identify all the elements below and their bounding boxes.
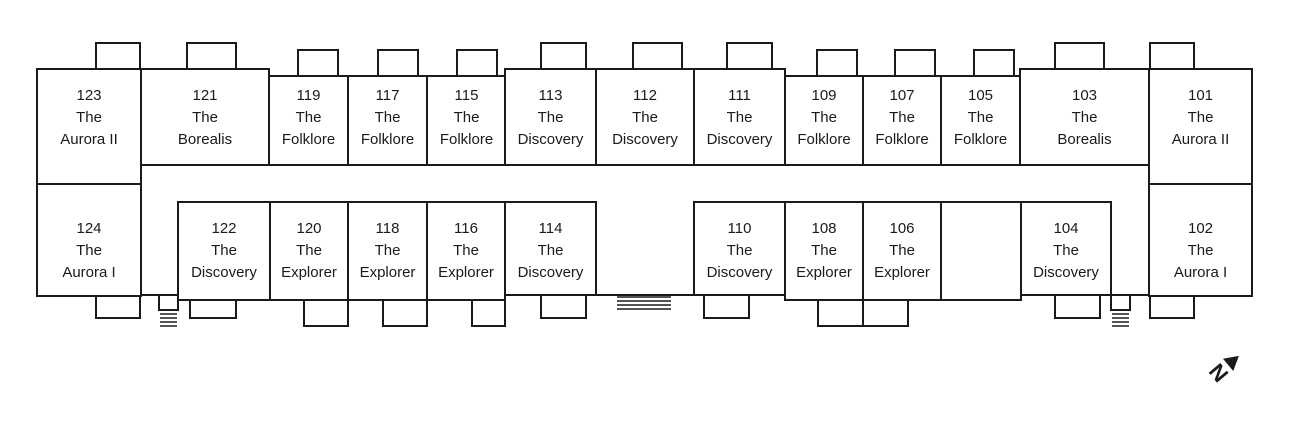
south-bumpouts xyxy=(95,295,1195,327)
unit-outline[interactable] xyxy=(36,68,142,185)
unit-outline[interactable] xyxy=(504,68,597,166)
stairs-east xyxy=(1110,294,1131,327)
stairs-west xyxy=(158,294,179,327)
unit-outline[interactable] xyxy=(595,68,695,166)
stairs-center xyxy=(617,296,671,310)
unit-outline[interactable] xyxy=(426,75,507,166)
unit-outline[interactable] xyxy=(862,75,942,166)
unit-outline[interactable] xyxy=(140,68,270,166)
unit-outline[interactable] xyxy=(347,75,428,166)
unit-outline[interactable] xyxy=(504,201,597,296)
unit-outline[interactable] xyxy=(1148,183,1253,297)
unit-outline[interactable] xyxy=(784,201,864,301)
unit-outline[interactable] xyxy=(269,201,349,301)
unit-outline[interactable] xyxy=(347,201,428,301)
north-bumpouts xyxy=(95,42,1195,76)
unit-outline[interactable] xyxy=(426,201,506,301)
unit-outline[interactable] xyxy=(693,68,786,166)
unit-outline[interactable] xyxy=(862,201,942,301)
unit-outline[interactable] xyxy=(940,75,1021,166)
unit-outline[interactable] xyxy=(784,75,864,166)
unit-outline[interactable] xyxy=(693,201,786,296)
unit-outline[interactable] xyxy=(36,183,142,297)
unlabeled-unit xyxy=(940,201,1022,301)
unit-outline[interactable] xyxy=(1148,68,1253,185)
unit-outline[interactable] xyxy=(1019,68,1150,166)
unit-outline[interactable] xyxy=(268,75,349,166)
north-arrow-icon: N xyxy=(1204,355,1239,387)
unit-outline[interactable] xyxy=(177,201,271,301)
unit-outline[interactable] xyxy=(1020,201,1112,296)
